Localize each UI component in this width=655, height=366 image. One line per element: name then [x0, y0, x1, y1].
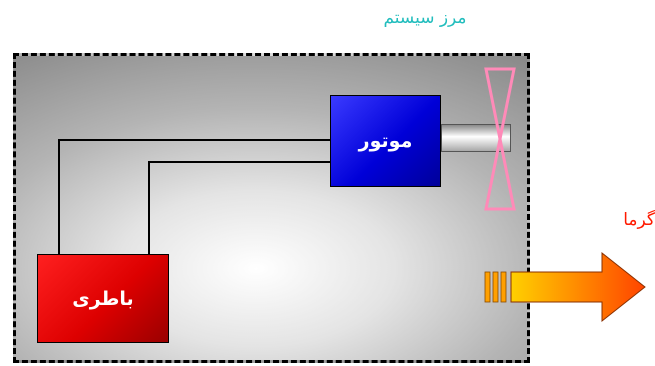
wire-outer-horizontal — [58, 139, 331, 141]
wire-outer-vertical — [58, 139, 60, 255]
system-boundary-label: مرز سیستم — [383, 8, 467, 28]
heat-arrow-icon — [484, 251, 646, 323]
battery-block: باطری — [37, 254, 169, 343]
wire-inner-horizontal — [148, 161, 331, 163]
wire-inner-vertical — [148, 161, 150, 255]
fan-icon — [484, 67, 516, 211]
battery-label: باطری — [72, 287, 134, 310]
motor-block: موتور — [330, 95, 441, 187]
motor-label: موتور — [358, 130, 413, 152]
heat-label: گرما — [623, 210, 655, 230]
